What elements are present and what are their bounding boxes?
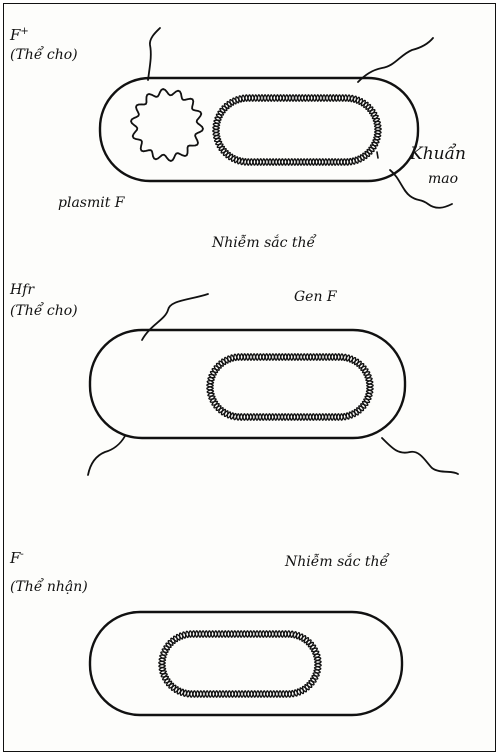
hfr-chromosome bbox=[207, 354, 373, 420]
hfr-flagellum-right bbox=[382, 438, 458, 474]
fplus-type-label: F+ bbox=[10, 27, 29, 43]
fplus-dot bbox=[377, 152, 378, 158]
fplus-pilus-top-left bbox=[148, 28, 160, 80]
hfr-pilus-top bbox=[142, 294, 208, 340]
hfr-cell-body bbox=[90, 330, 405, 438]
fminus-cell-body bbox=[90, 612, 402, 715]
plasmid-label: plasmit F bbox=[58, 196, 125, 210]
chromosome-strand bbox=[213, 95, 381, 165]
flagella-label-line1: Khuẩn bbox=[410, 146, 466, 163]
fplus-role-label: (Thể cho) bbox=[10, 48, 78, 62]
fminus-role-label: (Thể nhận) bbox=[10, 580, 88, 594]
chromosome-strand bbox=[207, 354, 373, 420]
chromosome-strand bbox=[207, 354, 373, 420]
chromosome-strand bbox=[213, 95, 381, 165]
flagella-label-line2: mao bbox=[428, 172, 458, 186]
hfr-pilus-bottom-left bbox=[88, 436, 125, 475]
fplus-chromosome bbox=[213, 95, 381, 165]
fplus-plasmid-ring bbox=[131, 89, 203, 161]
fminus-chromosome-label: Nhiễm sắc thể bbox=[285, 555, 388, 569]
hfr-gene-label: Gen F bbox=[294, 290, 337, 304]
fminus-type-label: F- bbox=[10, 550, 24, 566]
fplus-chromosome-label: Nhiễm sắc thể bbox=[212, 236, 315, 250]
hfr-type-label: Hfr bbox=[10, 283, 34, 297]
fplus-cell-body bbox=[100, 78, 418, 181]
fplus-pilus-top-right bbox=[358, 38, 433, 82]
fminus-chromosome bbox=[159, 631, 321, 697]
chromosome-strand bbox=[159, 631, 321, 697]
hfr-role-label: (Thể cho) bbox=[10, 304, 78, 318]
chromosome-strand bbox=[159, 631, 321, 697]
